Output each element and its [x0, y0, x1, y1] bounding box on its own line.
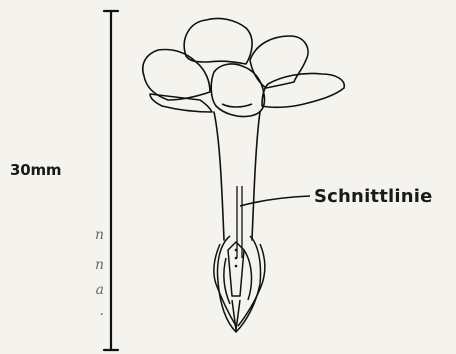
edge-fragment-4: .	[100, 302, 104, 320]
cut-line-label: Schnittlinie	[314, 186, 433, 207]
scale-label: 30mm	[10, 161, 61, 179]
scale-bar	[104, 11, 118, 350]
edge-fragment-2: n	[95, 256, 104, 274]
edge-fragment-1: n	[95, 226, 104, 244]
flower-petals	[143, 18, 344, 116]
calyx	[214, 236, 265, 332]
cut-line-pointer	[240, 196, 310, 206]
edge-fragment-3: a	[96, 281, 104, 299]
